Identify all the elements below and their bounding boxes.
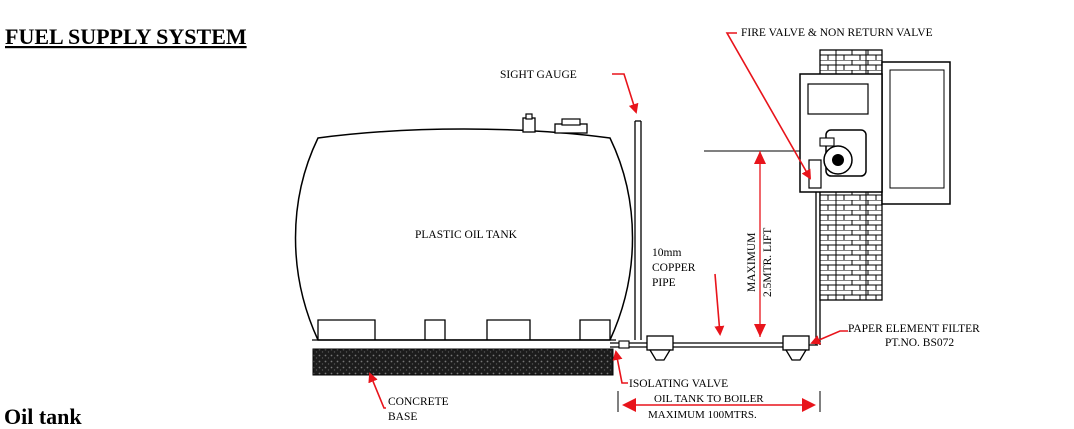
isolating-valve (618, 335, 674, 361)
pipe-label-line1: 10mm (652, 247, 681, 259)
tank-label: PLASTIC OIL TANK (415, 229, 518, 241)
concrete-base (312, 348, 614, 376)
boiler (799, 61, 951, 205)
sight-gauge-label: SIGHT GAUGE (500, 69, 577, 81)
lift-label-line2: 2.5MTR. LIFT (762, 228, 774, 297)
distance-label-line2: MAXIMUM 100MTRS. (648, 409, 757, 421)
oil-tank (294, 113, 634, 341)
base-label-line2: BASE (388, 411, 417, 423)
filter-label-line1: PAPER ELEMENT FILTER (848, 323, 980, 335)
distance-label-line1: OIL TANK TO BOILER (654, 393, 764, 405)
paper-element-filter (782, 335, 810, 361)
lift-label-line1: MAXIMUM (746, 233, 758, 292)
page-title: FUEL SUPPLY SYSTEM (5, 24, 247, 49)
base-label-line1: CONCRETE (388, 396, 449, 408)
pipe-label-line3: PIPE (652, 277, 676, 289)
pipe-label-line2: COPPER (652, 262, 696, 274)
isolating-valve-label: ISOLATING VALVE (629, 378, 728, 390)
fire-valve-label: FIRE VALVE & NON RETURN VALVE (741, 27, 933, 39)
max-lift-dimension (704, 150, 800, 337)
filter-label-line2: PT.NO. BS072 (885, 337, 954, 349)
leader-arrows (368, 32, 848, 409)
sight-gauge (634, 120, 642, 340)
figure-caption: Oil tank (4, 404, 82, 429)
distance-dimension (617, 391, 821, 412)
